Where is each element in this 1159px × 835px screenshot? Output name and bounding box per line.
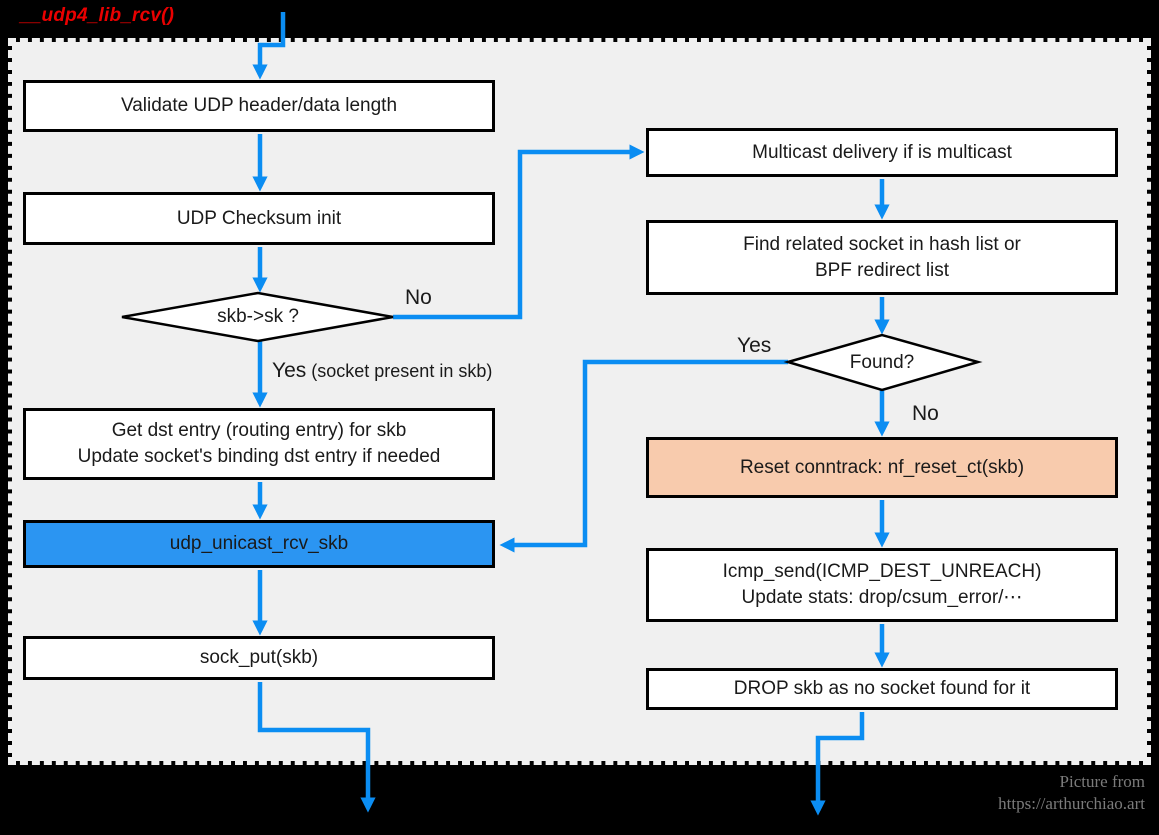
arrow-drop-exit	[810, 712, 865, 816]
node-udp-unicast-rcv-skb: udp_unicast_rcv_skb	[23, 520, 495, 568]
node-sock-put: sock_put(skb)	[23, 636, 495, 680]
edge-label-yes-skb: Yes (socket present in skb)	[272, 359, 492, 383]
decision-skb-sk-shape	[121, 291, 394, 343]
watermark-credit: Picture from https://arthurchiao.art	[998, 771, 1145, 815]
node-reset-conntrack: Reset conntrack: nf_reset_ct(skb)	[646, 437, 1118, 498]
arrow-entry	[252, 12, 286, 80]
arrow-foundyes-to-unicast	[499, 359, 788, 553]
node-drop-skb: DROP skb as no socket found for it	[646, 668, 1118, 710]
watermark-line2: https://arthurchiao.art	[998, 794, 1145, 814]
edge-label-no-found: No	[912, 402, 939, 425]
edge-label-yes-skb-note: (socket present in skb)	[306, 361, 493, 381]
edge-label-yes-skb-main: Yes	[272, 359, 307, 382]
node-validate-udp-header: Validate UDP header/data length	[23, 80, 495, 132]
watermark-line1: Picture from	[1059, 772, 1145, 791]
node-find-related-socket: Find related socket in hash list or BPF …	[646, 220, 1118, 295]
function-title: __udp4_lib_rcv()	[20, 5, 175, 26]
decision-found-shape	[783, 333, 983, 392]
node-icmp-send: Icmp_send(ICMP_DEST_UNREACH) Update stat…	[646, 548, 1118, 622]
edge-label-no-skb: No	[405, 286, 432, 309]
arrow-sockput-exit	[257, 682, 376, 813]
node-get-dst-entry: Get dst entry (routing entry) for skb Up…	[23, 408, 495, 480]
node-multicast-delivery: Multicast delivery if is multicast	[646, 128, 1118, 177]
node-udp-checksum-init: UDP Checksum init	[23, 192, 495, 245]
edge-label-yes-found: Yes	[737, 334, 772, 357]
arrow-no-to-multicast	[393, 144, 645, 320]
